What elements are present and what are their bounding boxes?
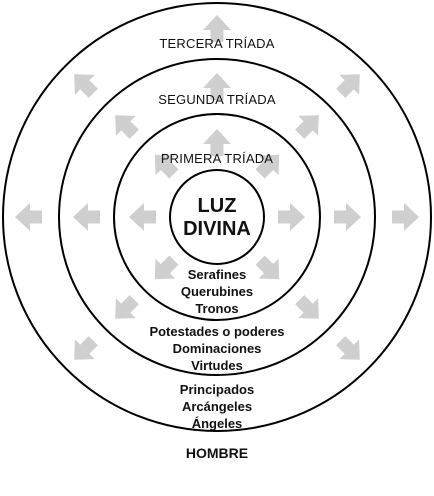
- choir-principados: Principados: [179, 382, 255, 397]
- arrow-north-east-ring3-icon: [336, 74, 360, 98]
- ring-label-primera: PRIMERA TRÍADA: [160, 151, 274, 166]
- choir-angeles: Ángeles: [191, 416, 243, 431]
- choir-arcangeles: Arcángeles: [181, 399, 253, 414]
- choir-potestades: Potestades o poderes: [149, 324, 285, 339]
- arrow-north-west-ring2-icon: [115, 115, 139, 139]
- arrow-north-ring2-icon: [203, 73, 231, 100]
- arrow-west-ring2-icon: [73, 203, 100, 231]
- arrow-north-ring1-icon: [203, 129, 231, 156]
- arrow-north-east-ring2-icon: [295, 115, 319, 139]
- outer-ring-tercera: [2, 2, 432, 432]
- ring-label-segunda: SEGUNDA TRÍADA: [158, 92, 276, 107]
- center-title-line2: DIVINA: [183, 218, 251, 240]
- arrow-north-west-ring3-icon: [74, 74, 98, 98]
- arrow-south-west-ring1-icon: [154, 255, 179, 280]
- arrow-south-east-ring1-icon: [255, 255, 280, 280]
- center-circle-luz-divina: [169, 169, 265, 265]
- arrow-north-east-ring1-icon: [255, 154, 280, 179]
- arrow-south-east-ring3-icon: [336, 336, 360, 360]
- arrow-east-ring1-icon: [278, 203, 305, 231]
- arrow-south-east-ring2-icon: [295, 295, 319, 319]
- middle-ring-segunda: [58, 58, 376, 376]
- arrow-south-west-ring3-icon: [74, 336, 98, 360]
- inner-ring-primera: [113, 113, 321, 321]
- choir-serafines: Serafines: [187, 267, 247, 282]
- arrow-north-west-ring1-icon: [154, 154, 179, 179]
- choir-tronos: Tronos: [195, 301, 239, 316]
- arrow-west-ring1-icon: [129, 203, 156, 231]
- choir-virtudes: Virtudes: [191, 358, 243, 373]
- arrow-south-west-ring2-icon: [115, 295, 139, 319]
- radiating-arrows: [15, 15, 419, 360]
- choir-dominaciones: Dominaciones: [172, 341, 262, 356]
- ring-label-tercera: TERCERA TRÍADA: [159, 36, 275, 51]
- choir-querubines: Querubines: [180, 284, 254, 299]
- center-title-line1: LUZ: [197, 195, 237, 217]
- arrow-west-ring3-icon: [15, 203, 42, 231]
- arrow-east-ring3-icon: [392, 203, 419, 231]
- arrow-east-ring2-icon: [334, 203, 361, 231]
- arrow-north-ring3-icon: [203, 15, 231, 42]
- footer-hombre: HOMBRE: [185, 445, 249, 461]
